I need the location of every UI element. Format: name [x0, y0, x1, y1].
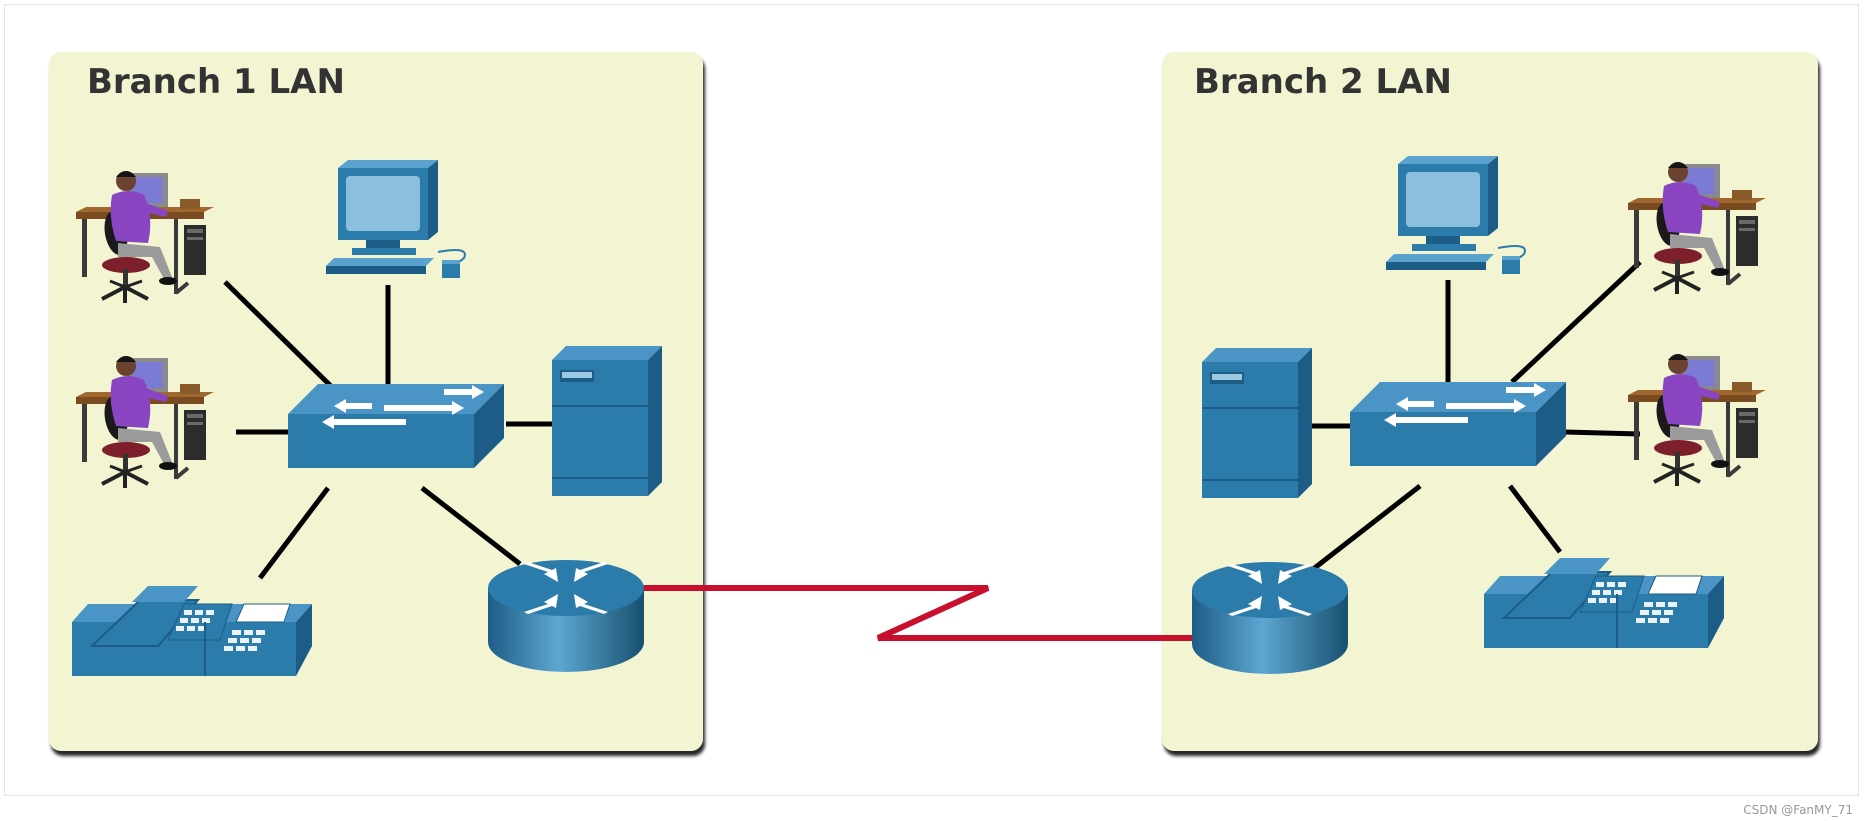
- branch1-link-user1-switch: [223, 280, 342, 397]
- branch2-ip-phone-icon[interactable]: [1483, 557, 1725, 649]
- branch2-user-workstation-2-icon[interactable]: [1626, 352, 1768, 488]
- branch1-server-icon[interactable]: [551, 345, 663, 497]
- branch1-user-workstation-2-icon[interactable]: [74, 354, 216, 490]
- branch2-link-switch-user2: [1564, 429, 1641, 437]
- branch2-lan-switch-icon[interactable]: [1350, 382, 1566, 466]
- diagram-frame: [4, 4, 1859, 796]
- branch1-link-switch-phone: [258, 486, 330, 580]
- branch2-link-switch-phone: [1508, 484, 1562, 554]
- branch2-server-icon[interactable]: [1201, 347, 1313, 499]
- branch2-user-workstation-1-icon[interactable]: [1626, 160, 1768, 296]
- watermark-text: CSDN @FanMY_71: [1743, 803, 1853, 817]
- wan-serial-link: [640, 585, 1200, 641]
- branch2-lan-title: Branch 2 LAN: [1194, 62, 1452, 102]
- branch2-router-icon[interactable]: [1192, 562, 1348, 674]
- branch1-desktop-pc-icon[interactable]: [325, 159, 466, 279]
- branch2-link-switch-user1: [1510, 260, 1642, 384]
- branch1-user-workstation-1-icon[interactable]: [74, 169, 216, 305]
- branch1-lan-title: Branch 1 LAN: [87, 62, 345, 102]
- branch1-lan-switch-icon[interactable]: [288, 384, 504, 468]
- branch2-link-switch-router: [1310, 484, 1422, 572]
- branch2-desktop-pc-icon[interactable]: [1385, 155, 1526, 275]
- branch1-ip-phone-icon[interactable]: [71, 585, 313, 677]
- branch1-link-switch-router: [420, 486, 522, 566]
- branch1-router-icon[interactable]: [488, 560, 644, 672]
